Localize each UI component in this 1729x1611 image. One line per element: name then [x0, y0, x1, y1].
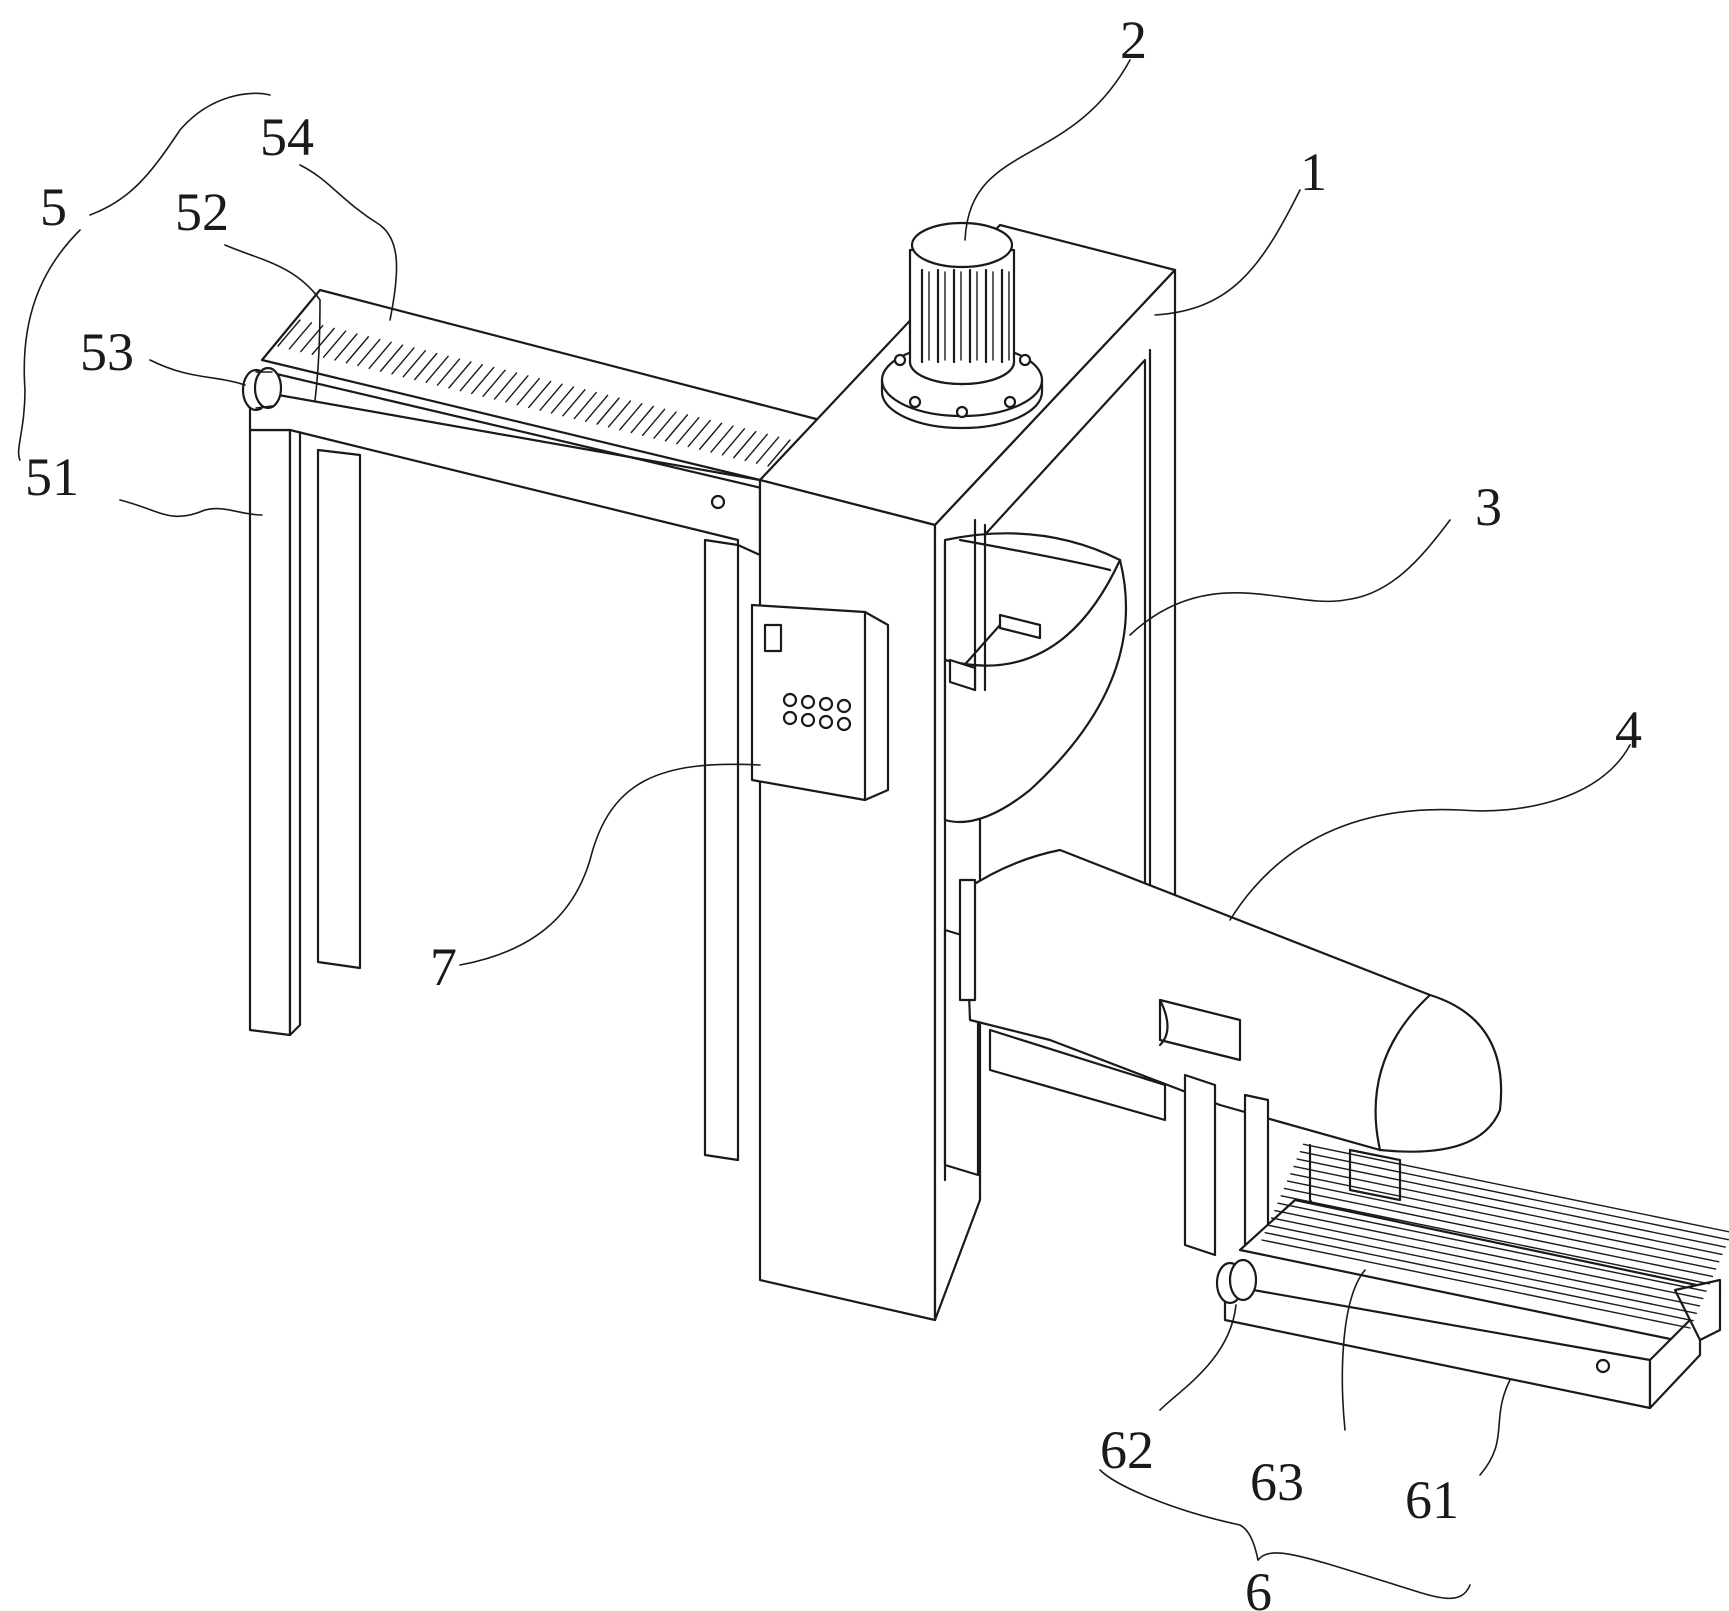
- upper-conveyor-leg-side: [288, 418, 302, 1037]
- switch-icon: [763, 623, 783, 653]
- label-upper-conveyor-motor: 53: [80, 322, 134, 382]
- lower-conveyor-leg: [1183, 1073, 1217, 1257]
- top-motor: [880, 221, 1044, 430]
- label-lower-conveyor-motor: 62: [1100, 1420, 1154, 1480]
- frame-front-pillar: [758, 478, 937, 1322]
- label-upper-conveyor-slats: 54: [260, 107, 314, 167]
- upper-conveyor-slats: [277, 319, 791, 467]
- lower-conveyor: [1183, 1073, 1729, 1410]
- bolt-hole: [710, 494, 726, 510]
- label-chute: 4: [1615, 700, 1642, 760]
- control-box: [750, 603, 890, 802]
- label-control-box: 7: [430, 937, 457, 997]
- label-hopper: 3: [1475, 477, 1502, 537]
- upper-conveyor-leg-front: [248, 428, 292, 1037]
- label-motor: 2: [1120, 10, 1147, 70]
- callout-labels: 1 2 3 4 5 51 52 53 54 6 61 62 63 7: [25, 10, 1642, 1611]
- label-upper-conveyor-frame: 51: [25, 447, 79, 507]
- discharge-chute: [958, 848, 1503, 1220]
- hopper: [943, 518, 1128, 824]
- upper-conveyor-leg-inner: [703, 538, 740, 1162]
- label-frame: 1: [1300, 142, 1327, 202]
- upper-conveyor-leg-back: [316, 448, 362, 970]
- label-lower-conveyor: 6: [1245, 1562, 1272, 1611]
- upper-conveyor: [241, 288, 822, 1162]
- leader-lines: [17, 59, 1631, 1600]
- label-lower-conveyor-frame: 61: [1405, 1470, 1459, 1530]
- label-lower-conveyor-slats: 63: [1250, 1452, 1304, 1512]
- label-upper-conveyor: 5: [40, 177, 67, 237]
- label-upper-conveyor-belt: 52: [175, 182, 229, 242]
